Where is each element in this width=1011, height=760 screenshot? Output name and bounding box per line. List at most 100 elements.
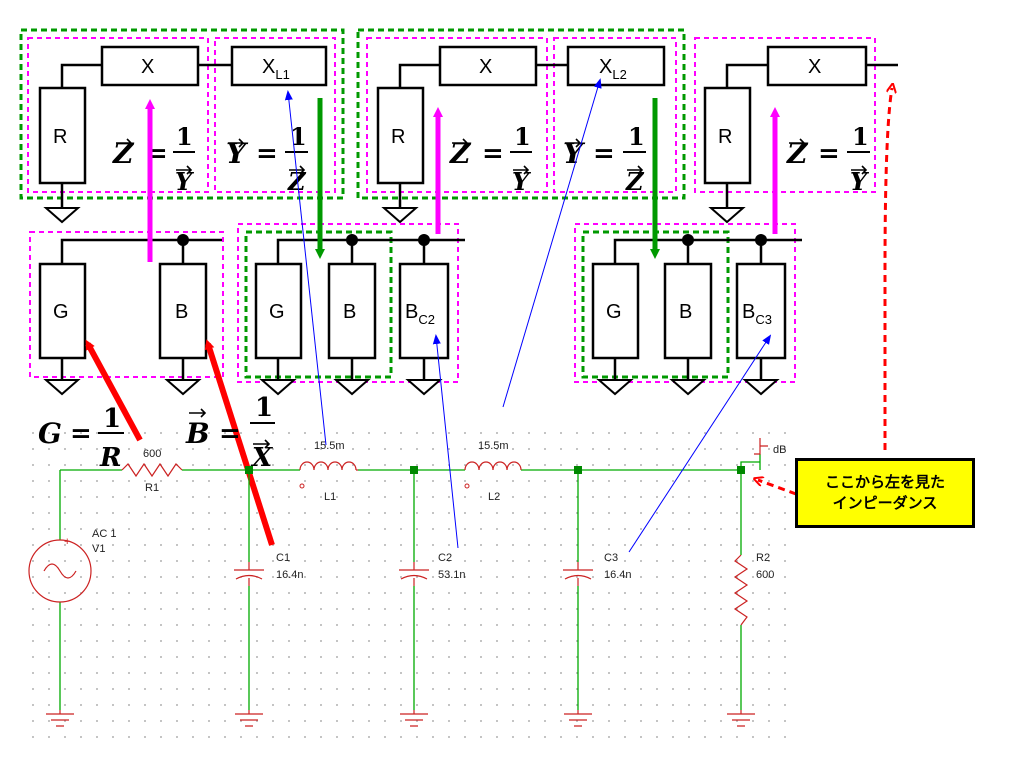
susceptance-block-b xyxy=(327,262,377,360)
svg-text:Z: Z xyxy=(625,167,645,196)
inductor-l1 xyxy=(299,461,358,471)
pointer-c2-bc2 xyxy=(432,334,459,549)
svg-text:=: = xyxy=(256,139,278,169)
svg-text:600: 600 xyxy=(143,448,161,460)
magenta-dashed-frame-2 xyxy=(366,37,548,193)
block-label-x: X xyxy=(479,56,492,78)
svg-text:15.5m: 15.5m xyxy=(314,440,345,452)
ground-symbol xyxy=(164,379,202,396)
svg-text:=: = xyxy=(818,139,840,169)
susceptance-block-b xyxy=(158,262,208,360)
equation-z-1: Z = 1 Y xyxy=(112,122,195,196)
block-label-x: X xyxy=(141,56,154,78)
block-label-r: R xyxy=(53,126,67,148)
magenta-dashed-frame-3 xyxy=(694,37,876,193)
pointer-l1-xl1 xyxy=(284,90,327,446)
ground-symbol xyxy=(669,379,707,396)
conductance-block-g xyxy=(254,262,303,360)
block-label-r: R xyxy=(391,126,405,148)
equation-z-3: Z = 1 Y xyxy=(786,122,870,196)
mid-block-3: G B BC3 xyxy=(574,223,802,396)
red-arrow-b xyxy=(204,339,275,546)
reactance-block-xl1 xyxy=(230,45,328,87)
equation-y-1: Y = 1 Z xyxy=(226,122,308,196)
pointer-l2-xl2 xyxy=(502,78,602,408)
ground-symbol xyxy=(259,379,297,396)
svg-text:Y: Y xyxy=(512,167,532,196)
svg-text:Z: Z xyxy=(449,137,472,170)
block-label-bc3: BC3 xyxy=(742,301,772,327)
capacitor-c3 xyxy=(563,562,593,586)
ground-symbol xyxy=(708,207,746,224)
red-dashed-arrow-up xyxy=(883,88,892,450)
svg-text:R: R xyxy=(99,443,122,473)
equation-g: G = 1 R xyxy=(38,404,124,473)
mid-block-1: G B xyxy=(29,231,224,396)
svg-text:G: G xyxy=(38,417,62,450)
reactance-block-x xyxy=(766,45,868,87)
top-block-1: R X XL1 xyxy=(19,28,345,224)
block-label-g: G xyxy=(53,301,69,323)
svg-text:1: 1 xyxy=(514,122,531,151)
svg-text:X: X xyxy=(250,443,274,473)
svg-text:=: = xyxy=(70,419,92,449)
top-block-2: R X XL2 xyxy=(356,28,686,224)
susceptance-block-bc3 xyxy=(735,262,787,360)
magenta-dashed-frame-1 xyxy=(27,37,209,193)
svg-text:16.4n: 16.4n xyxy=(604,569,632,581)
ground-symbol xyxy=(43,207,81,224)
svg-text:C1: C1 xyxy=(276,552,290,564)
equation-b: B = 1 X xyxy=(185,393,275,473)
resistor-r2 xyxy=(733,554,749,626)
conductance-block-g xyxy=(38,262,87,360)
svg-text:Y: Y xyxy=(850,167,870,196)
inductor-l2 xyxy=(464,461,522,471)
svg-text:Z: Z xyxy=(112,137,135,170)
equation-z-2: Z = 1 Y xyxy=(449,122,532,196)
block-label-x: X xyxy=(808,56,821,78)
top-block-3: R X xyxy=(694,37,898,224)
mid-block-2: G B BC2 xyxy=(237,223,465,396)
callout-line-2: インピーダンス xyxy=(832,494,938,512)
magenta-dashed-frame-1b xyxy=(214,37,336,193)
ground-symbol xyxy=(381,207,419,224)
schematic: + 600 R1 15.5m L1 15.5m L2 C1 16.4n C2 5… xyxy=(28,438,786,727)
block-label-r: R xyxy=(718,126,732,148)
conductance-block-g xyxy=(591,262,640,360)
svg-text:1: 1 xyxy=(628,122,645,151)
svg-text:=: = xyxy=(219,419,241,449)
resistor-block-r xyxy=(376,86,425,185)
susceptance-block-b xyxy=(663,262,713,360)
svg-text:Y: Y xyxy=(175,167,195,196)
svg-text:15.5m: 15.5m xyxy=(478,440,509,452)
green-dashed-frame-2 xyxy=(356,28,686,200)
svg-text:L2: L2 xyxy=(488,491,500,503)
svg-text:Z: Z xyxy=(287,167,307,196)
svg-text:=: = xyxy=(482,139,504,169)
ground-symbol xyxy=(742,379,780,396)
svg-text:1: 1 xyxy=(290,122,307,151)
svg-text:53.1n: 53.1n xyxy=(438,569,466,581)
reactance-block-xl2 xyxy=(566,45,666,87)
svg-text:R2: R2 xyxy=(756,552,770,564)
svg-text:+: + xyxy=(64,536,70,548)
svg-text:V1: V1 xyxy=(92,543,105,555)
block-label-b: B xyxy=(175,301,188,323)
svg-text:Y: Y xyxy=(226,137,249,170)
ground-symbol xyxy=(43,379,81,396)
block-label-g: G xyxy=(269,301,285,323)
block-label-xl1: XL1 xyxy=(262,56,290,82)
block-label-xl2: XL2 xyxy=(599,56,627,82)
svg-text:dB: dB xyxy=(773,444,786,456)
impedance-callout-box: ここから左を見た インピーダンス xyxy=(795,458,975,528)
svg-text:1: 1 xyxy=(255,393,273,423)
green-dashed-frame-1 xyxy=(19,28,345,200)
ground-symbol xyxy=(333,379,371,396)
svg-text:=: = xyxy=(593,139,615,169)
svg-text:AC 1: AC 1 xyxy=(92,528,116,540)
pointer-c3-bc3 xyxy=(628,334,772,553)
reactance-block-x xyxy=(438,45,538,87)
ground-symbol xyxy=(596,379,634,396)
svg-text:1: 1 xyxy=(176,122,193,151)
ac-source-v1 xyxy=(28,539,92,603)
